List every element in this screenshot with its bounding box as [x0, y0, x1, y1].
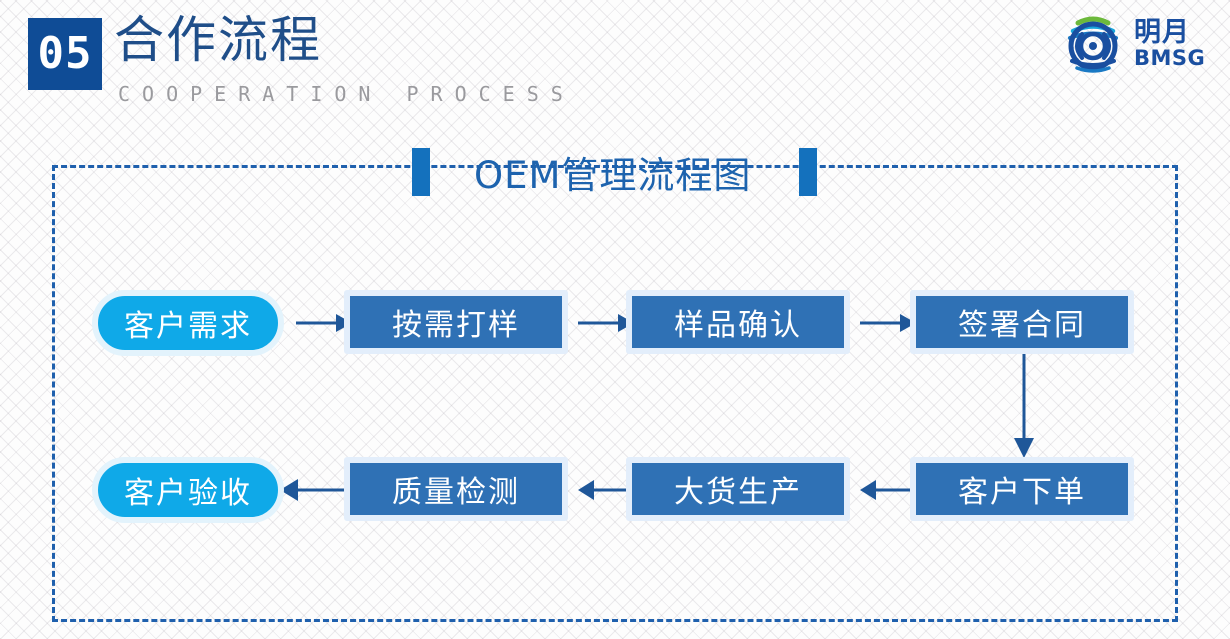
title-tick-right-icon — [799, 148, 818, 196]
page-subtitle: COOPERATION PROCESS — [118, 82, 575, 106]
page-title: 合作流程 — [114, 11, 322, 69]
flow-node-label: 客户验收 — [124, 476, 252, 511]
slide-header: 05 合作流程 COOPERATION PROCESS — [0, 0, 1230, 120]
flow-diagram-frame — [52, 165, 1178, 622]
flow-node-label: 客户需求 — [124, 309, 252, 344]
connector-arrow-n4-n5 — [1006, 350, 1042, 460]
diagram-title-group: OEM管理流程图 — [412, 142, 818, 202]
brand-name-cn: 明月 — [1134, 17, 1190, 48]
section-number-text: 05 — [37, 28, 93, 79]
flow-node-sign-contract[interactable]: 签署合同 — [910, 290, 1134, 354]
flow-node-quality-inspection[interactable]: 质量检测 — [344, 457, 568, 521]
connector-arrow-n7-n8 — [280, 473, 352, 507]
flow-node-customer-order[interactable]: 客户下单 — [910, 457, 1134, 521]
connector-arrow-n3-n4 — [860, 306, 916, 340]
diagram-title: OEM管理流程图 — [474, 154, 752, 197]
brand-logo: 明月 BMSG — [1058, 8, 1218, 80]
flow-node-label: 客户下单 — [958, 475, 1086, 510]
section-number-badge: 05 — [28, 18, 102, 90]
flow-node-label: 按需打样 — [392, 308, 520, 343]
flow-node-bulk-production[interactable]: 大货生产 — [626, 457, 850, 521]
globe-logo-icon — [1058, 9, 1128, 79]
flow-node-label: 签署合同 — [958, 308, 1086, 343]
brand-name-en: BMSG — [1134, 46, 1206, 70]
title-tick-left-icon — [412, 148, 430, 196]
flow-node-customer-acceptance[interactable]: 客户验收 — [92, 457, 284, 523]
connector-arrow-n5-n6 — [860, 473, 916, 507]
flow-node-customer-requirement[interactable]: 客户需求 — [92, 290, 284, 356]
flow-node-sample-confirmation[interactable]: 样品确认 — [626, 290, 850, 354]
flow-node-sampling-on-demand[interactable]: 按需打样 — [344, 290, 568, 354]
flow-node-label: 大货生产 — [674, 475, 802, 510]
brand-wordmark: 明月 BMSG — [1134, 19, 1205, 69]
flow-node-label: 样品确认 — [674, 308, 802, 343]
flow-node-label: 质量检测 — [392, 475, 520, 510]
